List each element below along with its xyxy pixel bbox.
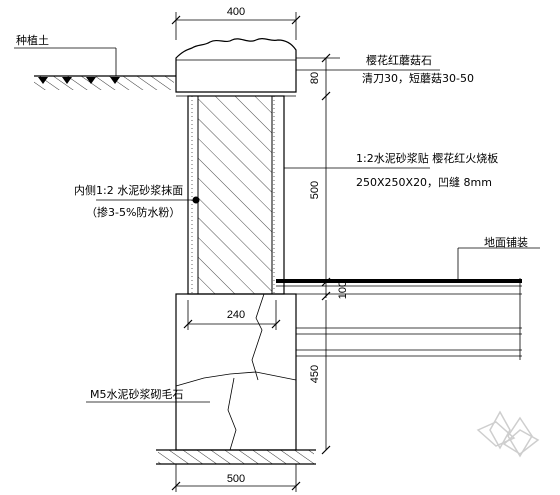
inner-render-callout: 内侧1:2 水泥砂浆抹面 （掺3-5%防水粉） bbox=[74, 183, 200, 219]
coping-label: 樱花红蘑菇石 bbox=[366, 53, 432, 67]
dim-wall-width: 240 bbox=[183, 300, 281, 330]
inner-render-label: 内侧1:2 水泥砂浆抹面 bbox=[74, 183, 183, 197]
brick-wall bbox=[176, 95, 296, 295]
dim-top-width: 400 bbox=[171, 6, 301, 40]
foundation-callout: M5水泥砂浆砌毛石 bbox=[86, 387, 210, 403]
dim-wall-width-text: 240 bbox=[227, 309, 245, 321]
paving: 地面铺装 bbox=[276, 236, 540, 360]
soil-label: 种植土 bbox=[16, 33, 49, 47]
dim-foundation-height: 450 bbox=[309, 300, 331, 455]
coping-stone bbox=[175, 37, 297, 93]
coping-callout: 樱花红蘑菇石 清刀30，短蘑菇30-50 bbox=[296, 53, 474, 85]
dim-coping-height-text: 80 bbox=[309, 72, 321, 84]
soil-grade: 种植土 bbox=[14, 33, 176, 90]
cladding-callout: 1:2水泥砂浆贴 樱花红火烧板 250X250X20，凹缝 8mm bbox=[284, 151, 498, 189]
dim-paving-offset-text: 100 bbox=[337, 281, 349, 299]
dim-paving-offset: 100 bbox=[321, 281, 349, 301]
dim-wall-height-text: 500 bbox=[309, 181, 321, 199]
paving-label: 地面铺装 bbox=[484, 236, 528, 249]
coping-detail: 清刀30，短蘑菇30-50 bbox=[362, 71, 474, 85]
dim-wall-height: 500 bbox=[309, 96, 331, 287]
inner-render-note: （掺3-5%防水粉） bbox=[86, 205, 180, 219]
dim-top-width-text: 400 bbox=[227, 6, 245, 18]
dim-coping-height: 80 bbox=[296, 53, 340, 101]
foundation-label: M5水泥砂浆砌毛石 bbox=[90, 387, 184, 401]
base-soil bbox=[156, 449, 316, 465]
dim-foundation-width-text: 500 bbox=[227, 473, 245, 485]
dim-foundation-width: 500 bbox=[171, 464, 301, 492]
cladding-label: 1:2水泥砂浆贴 樱花红火烧板 bbox=[356, 151, 498, 165]
stone-foundation bbox=[175, 293, 297, 451]
cladding-detail: 250X250X20，凹缝 8mm bbox=[356, 175, 492, 189]
watermark-logo bbox=[476, 410, 540, 458]
dim-foundation-height-text: 450 bbox=[309, 365, 321, 383]
